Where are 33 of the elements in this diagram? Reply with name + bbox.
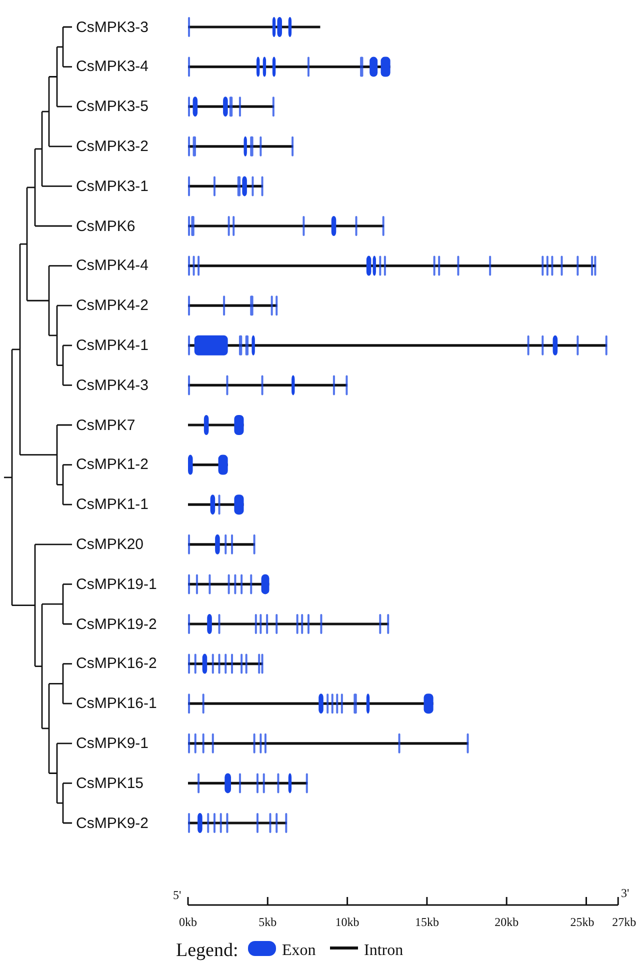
tick-label: 5kb bbox=[258, 914, 277, 930]
tick-label: 15kb bbox=[414, 914, 439, 930]
tick-label: 27kb bbox=[612, 914, 636, 930]
tick-label: 25kb bbox=[570, 914, 594, 930]
end-label: 5' bbox=[173, 888, 182, 902]
gene-name: CsMPK3-5 bbox=[76, 98, 149, 116]
gene-name: CsMPK19-1 bbox=[76, 576, 157, 593]
gene-name: CsMPK9-2 bbox=[76, 814, 149, 832]
gene-name: CsMPK16-2 bbox=[76, 655, 157, 672]
gene-name: CsMPK4-1 bbox=[76, 336, 149, 354]
gene-name: CsMPK3-2 bbox=[76, 138, 149, 155]
gene-name: CsMPK4-3 bbox=[76, 376, 149, 394]
gene-name: CsMPK7 bbox=[76, 416, 136, 434]
gene-name: CsMPK1-1 bbox=[76, 496, 149, 514]
gene-name: CsMPK6 bbox=[76, 218, 136, 234]
gene-name: CsMPK15 bbox=[76, 774, 144, 792]
tick-label: 0kb bbox=[179, 914, 197, 930]
tick-label: 10kb bbox=[335, 914, 360, 930]
gene-name: CsMPK20 bbox=[76, 536, 144, 553]
tick-label: 20kb bbox=[494, 914, 519, 930]
legend-label: Exon bbox=[282, 942, 316, 960]
gene-name: CsMPK1-2 bbox=[76, 456, 149, 474]
gene-name: CsMPK3-3 bbox=[76, 18, 149, 36]
gene-name: CsMPK3-1 bbox=[76, 178, 149, 195]
gene-name: CsMPK4-2 bbox=[76, 297, 149, 314]
gene-name: CsMPK4-4 bbox=[76, 257, 149, 274]
gene-name: CsMPK3-4 bbox=[76, 58, 149, 76]
legend-label: Intron bbox=[364, 942, 404, 960]
gene-name: CsMPK16-1 bbox=[76, 695, 157, 712]
end-label: 3' bbox=[621, 886, 630, 900]
gene-name: CsMPK9-1 bbox=[76, 734, 149, 752]
legend-title: Legend: bbox=[176, 940, 238, 962]
gene-name: CsMPK19-2 bbox=[76, 616, 157, 632]
